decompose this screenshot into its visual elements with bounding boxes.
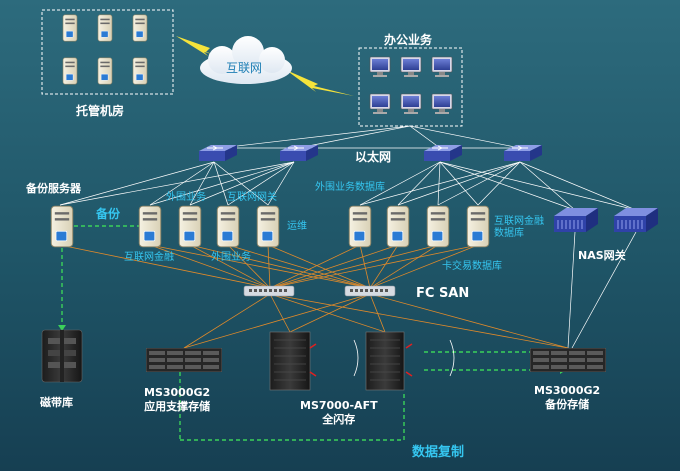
label-backup-server: 备份服务器 (26, 182, 81, 195)
nas-gateway-devices (554, 208, 658, 232)
label-internet-gateway: 互联网网关 (227, 192, 277, 203)
ms3000-backup-array (530, 348, 606, 372)
label-ops: 运维 (287, 221, 307, 232)
label-backup: 备份 (96, 207, 121, 221)
label-hosting-room: 托管机房 (76, 104, 125, 118)
label-ms7000: MS7000-AFT 全闪存 (300, 399, 378, 426)
ssd-brackets (353, 339, 455, 377)
fc-san-switches (243, 285, 396, 297)
ssd-arrows (309, 343, 413, 377)
label-foreign-business: 外围业务 (166, 192, 206, 203)
hosting-room-box (41, 9, 174, 95)
label-office: 办公业务 (384, 33, 433, 47)
label-tape-library: 磁带库 (40, 396, 73, 409)
label-foreign-business-2: 外围业务 (211, 252, 251, 263)
hosting-servers (62, 14, 148, 85)
ms7000-racks (269, 331, 405, 391)
label-card-db: 卡交易数据库 (442, 261, 502, 272)
lightning-bolt-right (286, 70, 354, 96)
label-internet: 互联网 (226, 61, 263, 75)
internet-cloud (200, 36, 292, 84)
office-monitors (369, 56, 453, 115)
label-data-replication: 数据复制 (412, 445, 465, 460)
label-internet-finance: 互联网金融 (124, 252, 174, 263)
san-links (59, 244, 569, 349)
backup-arrowheads (58, 325, 566, 374)
label-internet-finance-db: 互联网金融 数据库 (494, 216, 544, 239)
label-foreign-db: 外围业务数据库 (315, 182, 385, 193)
ethernet-links (59, 125, 637, 349)
label-ms3000-backup: MS3000G2 备份存储 (534, 384, 601, 411)
label-ms3000-app: MS3000G2 应用支撑存储 (144, 386, 211, 413)
tape-library (41, 329, 83, 383)
label-ethernet: 以太网 (355, 150, 392, 164)
ms3000-app-array (146, 348, 222, 372)
label-fc-san: FC SAN (416, 286, 470, 301)
lightning-bolt-left (176, 36, 236, 60)
label-nas-gateway: NAS网关 (578, 249, 626, 262)
